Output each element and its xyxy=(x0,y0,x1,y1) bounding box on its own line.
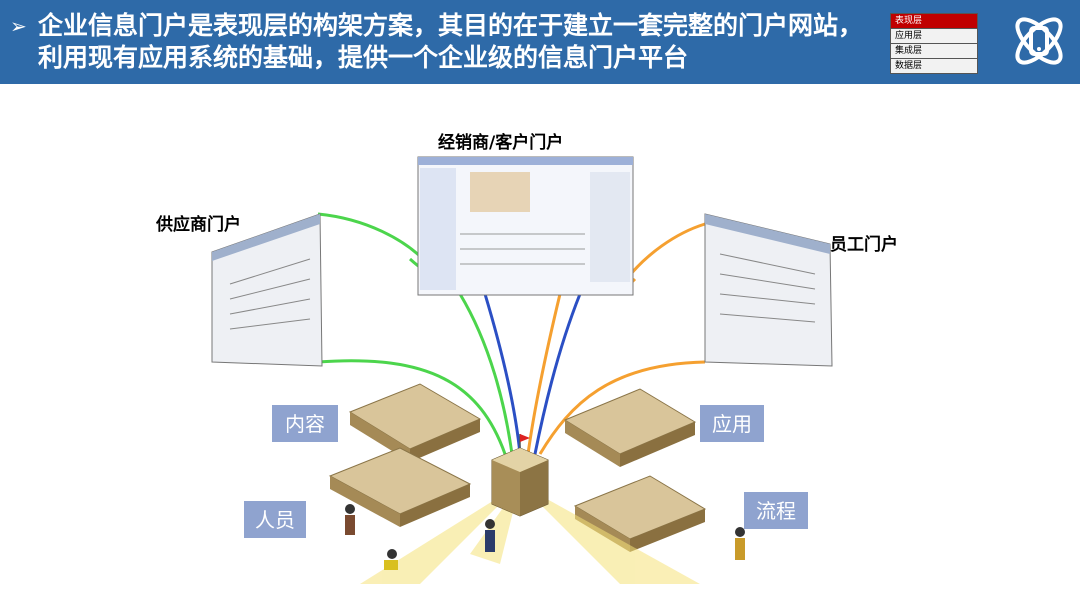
line-supplier-green xyxy=(317,212,433,275)
layer-presentation[interactable]: 表现层 xyxy=(890,13,978,29)
content-box[interactable]: 内容 xyxy=(272,405,338,442)
line-dealer-blue-left xyxy=(483,293,522,455)
supplier-portal-screen xyxy=(211,213,323,367)
line-employee-orange xyxy=(620,222,706,291)
people-figures xyxy=(345,504,745,570)
supplier-portal-label: 供应商门户 xyxy=(155,214,241,235)
layer-integration[interactable]: 集成层 xyxy=(890,43,978,59)
application-platform xyxy=(563,388,697,467)
layer-legend: 表现层 应用层 集成层 数据层 xyxy=(890,13,978,74)
header-bar: ➢ 企业信息门户是表现层的构架方案，其目的在于建立一套完整的门户网站，利用现有应… xyxy=(0,0,1080,84)
content-platform xyxy=(348,383,482,462)
dealer-portal-screen xyxy=(417,156,634,296)
employee-portal-screen xyxy=(704,213,833,367)
beam-people xyxy=(360,484,520,584)
dealer-portal-label: 经销商/客户门户 xyxy=(438,132,563,153)
process-box[interactable]: 流程 xyxy=(744,492,808,529)
atom-phone-icon xyxy=(1015,17,1063,65)
central-hub-building xyxy=(491,434,549,517)
employee-portal-label: 员工门户 xyxy=(830,234,898,255)
content-label: 内容 xyxy=(285,412,325,436)
application-label: 应用 xyxy=(712,412,752,436)
line-dealer-orange xyxy=(526,293,562,455)
layer-data[interactable]: 数据层 xyxy=(890,58,978,74)
people-box[interactable]: 人员 xyxy=(244,501,306,538)
process-label: 流程 xyxy=(756,499,796,523)
line-supplier-bottom-green xyxy=(317,359,507,455)
line-employee-bottom-orange xyxy=(538,360,706,455)
people-label: 人员 xyxy=(255,508,295,532)
beam-process xyxy=(520,484,700,584)
line-dealer-blue-right xyxy=(533,293,582,455)
portal-diagram: 经销商/客户门户 供应商门户 员工门户 xyxy=(155,132,898,584)
page-title: 企业信息门户是表现层的构架方案，其目的在于建立一套完整的门户网站，利用现有应用系… xyxy=(38,11,864,72)
people-platform xyxy=(328,447,472,527)
application-box[interactable]: 应用 xyxy=(700,405,764,442)
line-dealer-green xyxy=(458,293,514,455)
layer-application[interactable]: 应用层 xyxy=(890,28,978,44)
bullet-arrow-icon: ➢ xyxy=(10,14,27,38)
